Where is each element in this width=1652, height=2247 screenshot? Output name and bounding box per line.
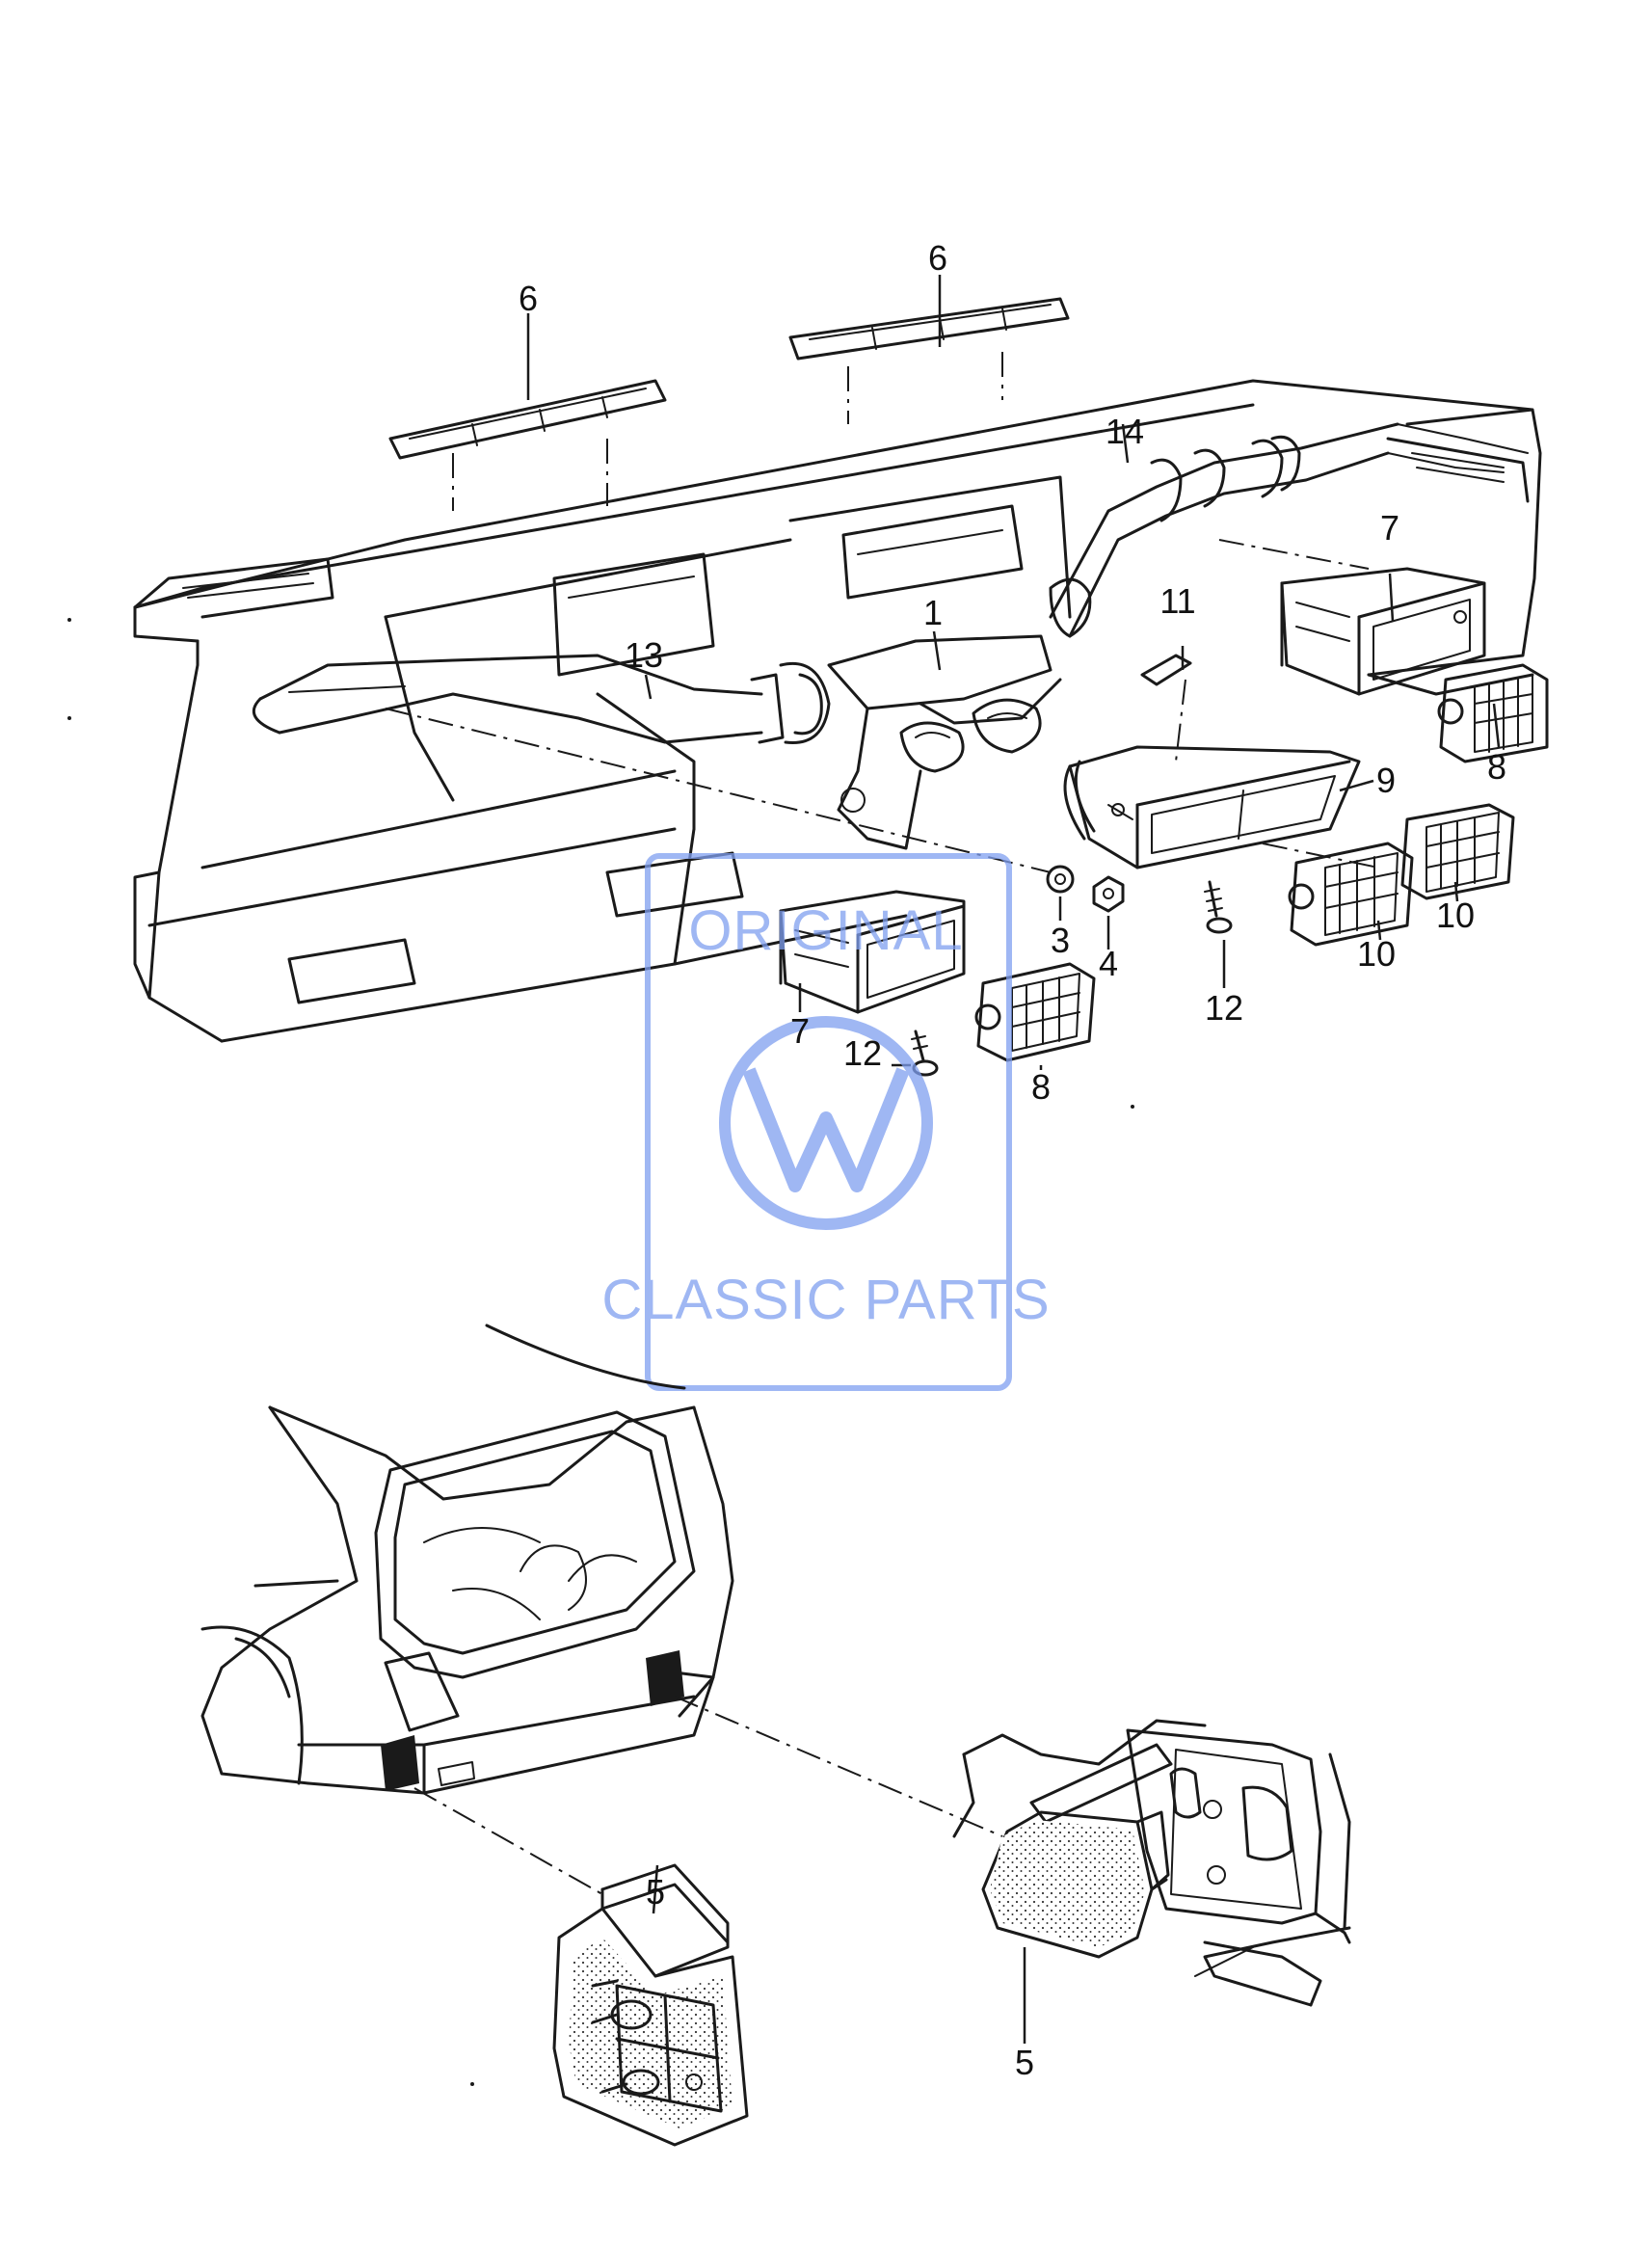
defroster-vent-left [388,379,667,460]
watermark: ORIGINAL CLASSIC PARTS [601,853,1050,1391]
body-panel-section [952,1719,1351,2007]
insulation-pad-right [981,1743,1173,1959]
callout-1: 1 [923,593,943,632]
callout-8-left: 8 [1031,1067,1051,1107]
screw-left [911,1030,939,1077]
callout-3: 3 [1051,921,1070,960]
callout-10-left: 10 [1357,934,1396,974]
callout-12-left: 12 [843,1033,882,1073]
pad-guide-lines [413,1696,1003,1895]
leader-lines [526,275,1501,1070]
callout-5-left: 5 [646,1872,665,1912]
vent-housing-center [1063,745,1361,869]
insulation-pad-left [552,1863,749,2147]
screw-center [1204,880,1233,934]
clip-part [1140,654,1192,686]
vent-grille-center-left [1288,842,1414,947]
vent-housing-right [1280,567,1486,696]
defroster-vent-center [788,297,1070,361]
callout-7-right: 7 [1380,508,1399,548]
callout-6-left: 6 [519,279,538,318]
callout-4: 4 [1099,944,1118,983]
vent-grille-left-lower [974,962,1096,1062]
callout-12-center: 12 [1205,988,1243,1028]
part-location-markers [381,1650,684,1791]
callout-numbers: 6 6 14 7 1 11 13 9 8 10 10 3 4 12 7 12 8… [519,238,1506,2082]
rear-leader-lines [652,1864,1026,2044]
callout-7-left: 7 [790,1011,810,1051]
callout-6-center: 6 [928,238,947,278]
vent-grille-right-upper [1437,663,1549,763]
vent-grille-center-right [1400,803,1515,900]
callout-8-right: 8 [1487,747,1506,787]
watermark-top-text: ORIGINAL [688,899,963,962]
callout-13: 13 [625,635,663,675]
vent-housing-left [779,890,966,1014]
washer [1046,865,1075,894]
car-rear-body [200,1324,734,1795]
nut [1092,875,1125,913]
center-air-distributor [827,634,1062,850]
air-duct-right [1049,422,1529,638]
scan-marks [67,618,1134,2086]
watermark-bottom-text: CLASSIC PARTS [601,1269,1050,1331]
callout-14: 14 [1106,412,1144,451]
callout-5-right: 5 [1015,2043,1034,2082]
callout-9: 9 [1376,761,1396,800]
air-duct-left [252,654,831,744]
callout-10-right: 10 [1436,896,1475,935]
callout-11: 11 [1159,581,1195,621]
